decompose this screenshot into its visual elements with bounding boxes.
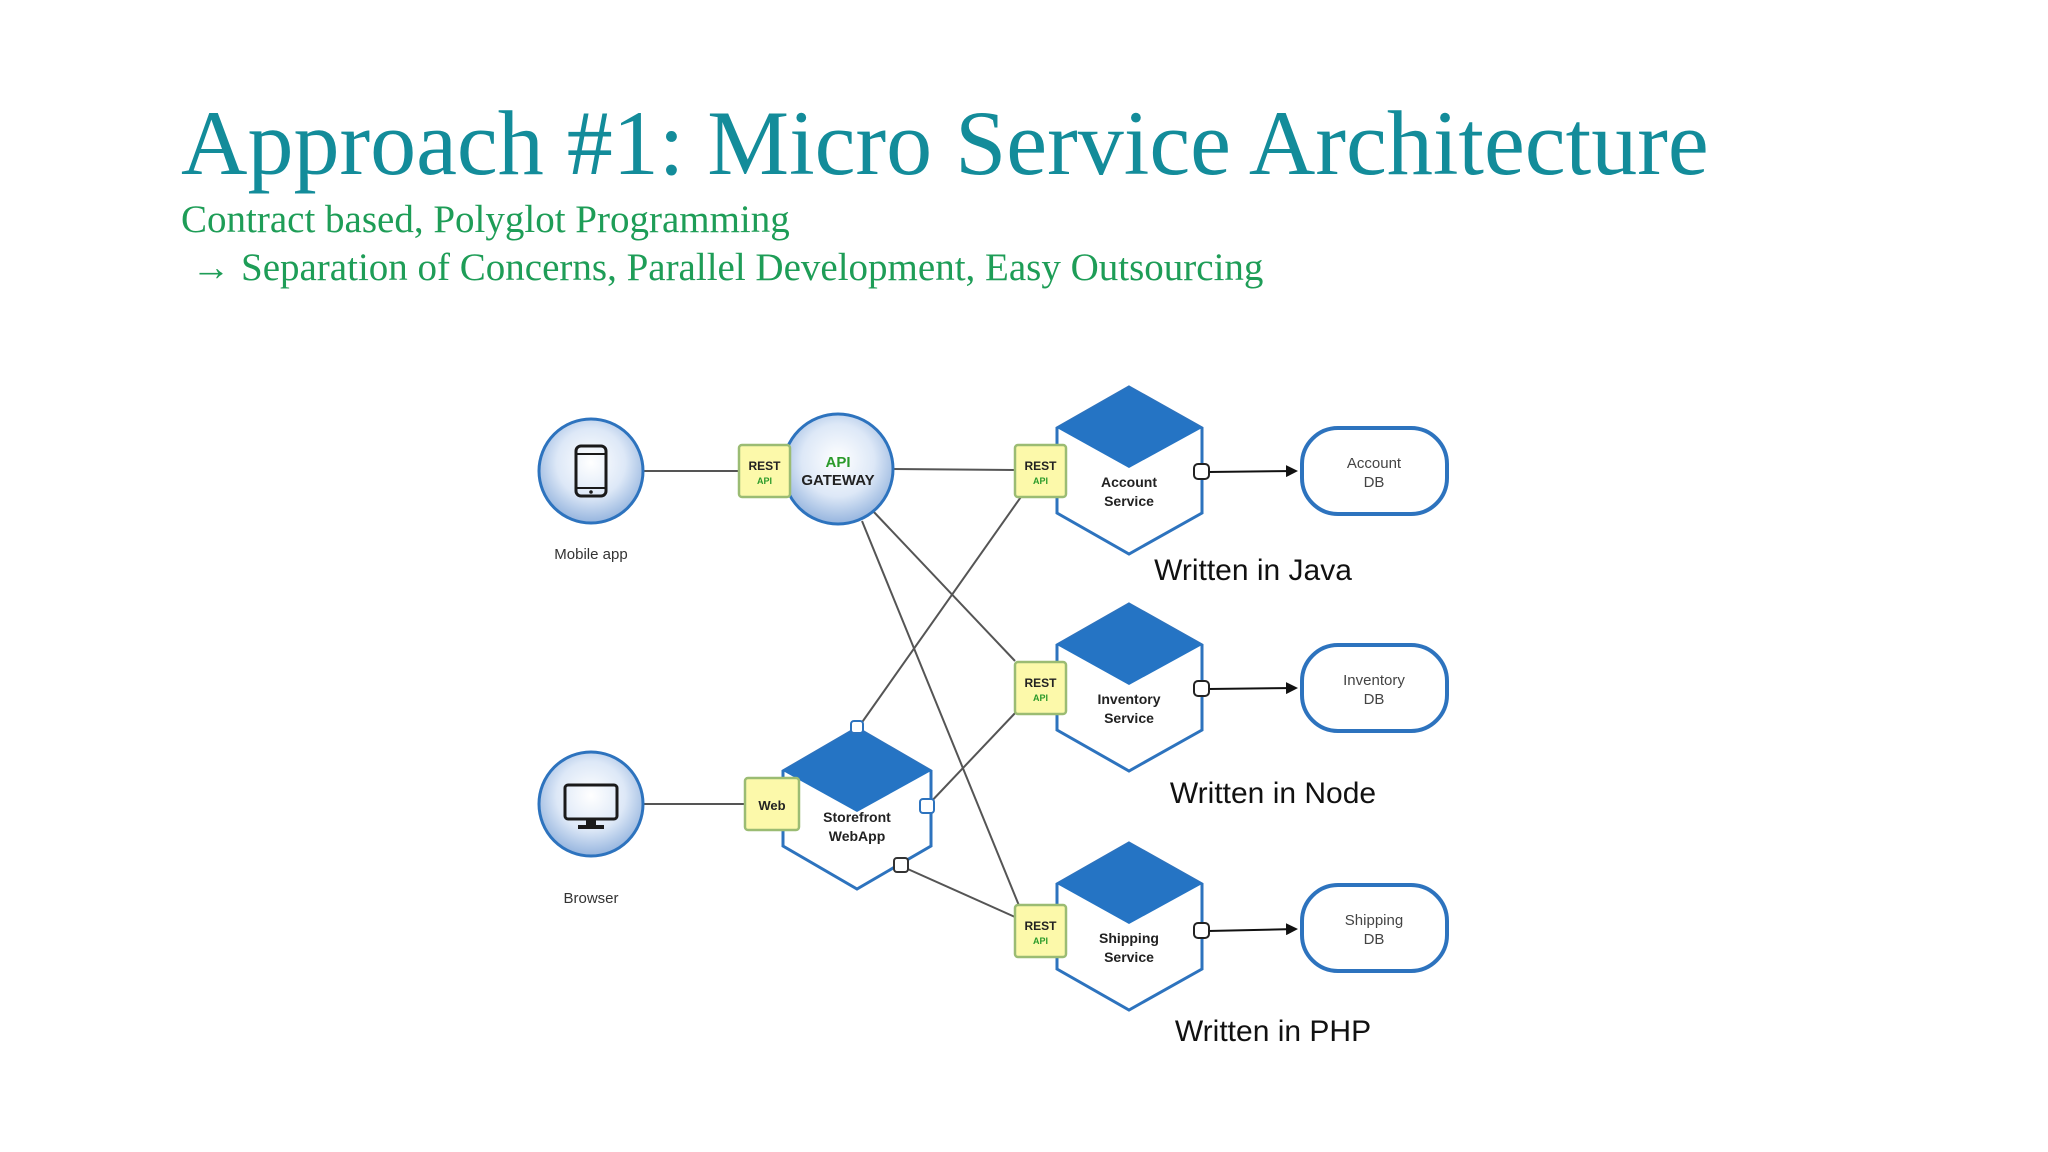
inventory-service-label-line2: Service	[1104, 710, 1154, 726]
account-rest-api-label: API	[1033, 476, 1048, 486]
account-db-label-line2: DB	[1364, 474, 1385, 491]
shipping-language-label: Written in PHP	[1175, 1015, 1371, 1048]
account-language-label: Written in Java	[1154, 554, 1352, 587]
shipping-service-node: Shipping Service	[1055, 841, 1204, 1012]
account-db-label-line1: Account	[1347, 455, 1402, 472]
gateway-rest-label: REST	[748, 459, 781, 473]
browser-node: Browser	[537, 750, 645, 907]
account-db-arrow	[1207, 465, 1298, 478]
shipping-rest-badge: REST API	[1013, 903, 1068, 959]
right-arrow-icon: →	[191, 246, 231, 289]
inventory-rest-label: REST	[1024, 676, 1057, 690]
account-db-node: Account DB	[1300, 426, 1449, 516]
shipping-rest-api-label: API	[1033, 936, 1048, 946]
inventory-service-node: Inventory Service	[1055, 602, 1204, 773]
storefront-port-bottom	[893, 857, 909, 873]
storefront-to-account-line	[857, 493, 1024, 729]
shipping-db-port	[1193, 922, 1210, 939]
gateway-rest-badge: REST API	[737, 443, 792, 499]
shipping-db-arrow	[1207, 923, 1298, 936]
slide-subtitle-line2: →Separation of Concerns, Parallel Develo…	[181, 245, 1264, 291]
gateway-api-label: API	[825, 454, 850, 471]
account-service-label-line2: Service	[1104, 493, 1154, 509]
monitor-icon	[563, 783, 619, 829]
inventory-db-node: Inventory DB	[1300, 643, 1449, 733]
slide-subtitle-line1: Contract based, Polyglot Programming	[181, 198, 790, 241]
web-badge-label: Web	[758, 798, 785, 813]
browser-label: Browser	[563, 890, 618, 907]
inventory-service-label-line1: Inventory	[1097, 691, 1160, 707]
account-rest-badge: REST API	[1013, 443, 1068, 499]
inventory-db-label-line1: Inventory	[1343, 672, 1405, 689]
api-gateway-node: API GATEWAY	[781, 412, 895, 526]
gateway-to-account-line	[892, 468, 1016, 471]
slide-subtitle-line2-text: Separation of Concerns, Parallel Develop…	[241, 246, 1264, 289]
mobile-app-node: Mobile app	[537, 417, 645, 563]
gateway-to-shipping-line	[861, 520, 1021, 909]
inventory-language-label: Written in Node	[1170, 777, 1376, 810]
storefront-label-line1: Storefront	[823, 809, 891, 825]
shipping-db-label-line1: Shipping	[1345, 912, 1403, 929]
mobile-app-label: Mobile app	[554, 546, 627, 563]
storefront-label-line2: WebApp	[829, 828, 886, 844]
gateway-label: GATEWAY	[801, 472, 874, 489]
storefront-port-right	[919, 798, 935, 814]
account-service-label-line1: Account	[1101, 474, 1157, 490]
web-badge: Web	[743, 776, 801, 832]
shipping-rest-label: REST	[1024, 919, 1057, 933]
gateway-rest-api-label: API	[757, 476, 772, 486]
inventory-db-port	[1193, 680, 1210, 697]
gateway-to-inventory-line	[871, 509, 1016, 662]
shipping-db-node: Shipping DB	[1300, 883, 1449, 973]
storefront-to-shipping-line	[900, 865, 1016, 918]
connection-lines	[643, 468, 1024, 918]
inventory-db-label-line2: DB	[1364, 691, 1385, 708]
mobile-phone-icon	[574, 444, 608, 498]
slide-title: Approach #1: Micro Service Architecture	[181, 92, 1709, 194]
account-rest-label: REST	[1024, 459, 1057, 473]
shipping-service-label-line1: Shipping	[1099, 930, 1159, 946]
inventory-db-arrow	[1207, 682, 1298, 695]
storefront-to-inventory-line	[926, 710, 1018, 807]
inventory-rest-badge: REST API	[1013, 660, 1068, 716]
storefront-port-top	[850, 720, 864, 734]
shipping-service-label-line2: Service	[1104, 949, 1154, 965]
shipping-db-label-line2: DB	[1364, 931, 1385, 948]
account-db-port	[1193, 463, 1210, 480]
inventory-rest-api-label: API	[1033, 693, 1048, 703]
storefront-webapp-node: Storefront WebApp	[781, 720, 935, 891]
account-service-node: Account Service	[1055, 385, 1204, 556]
